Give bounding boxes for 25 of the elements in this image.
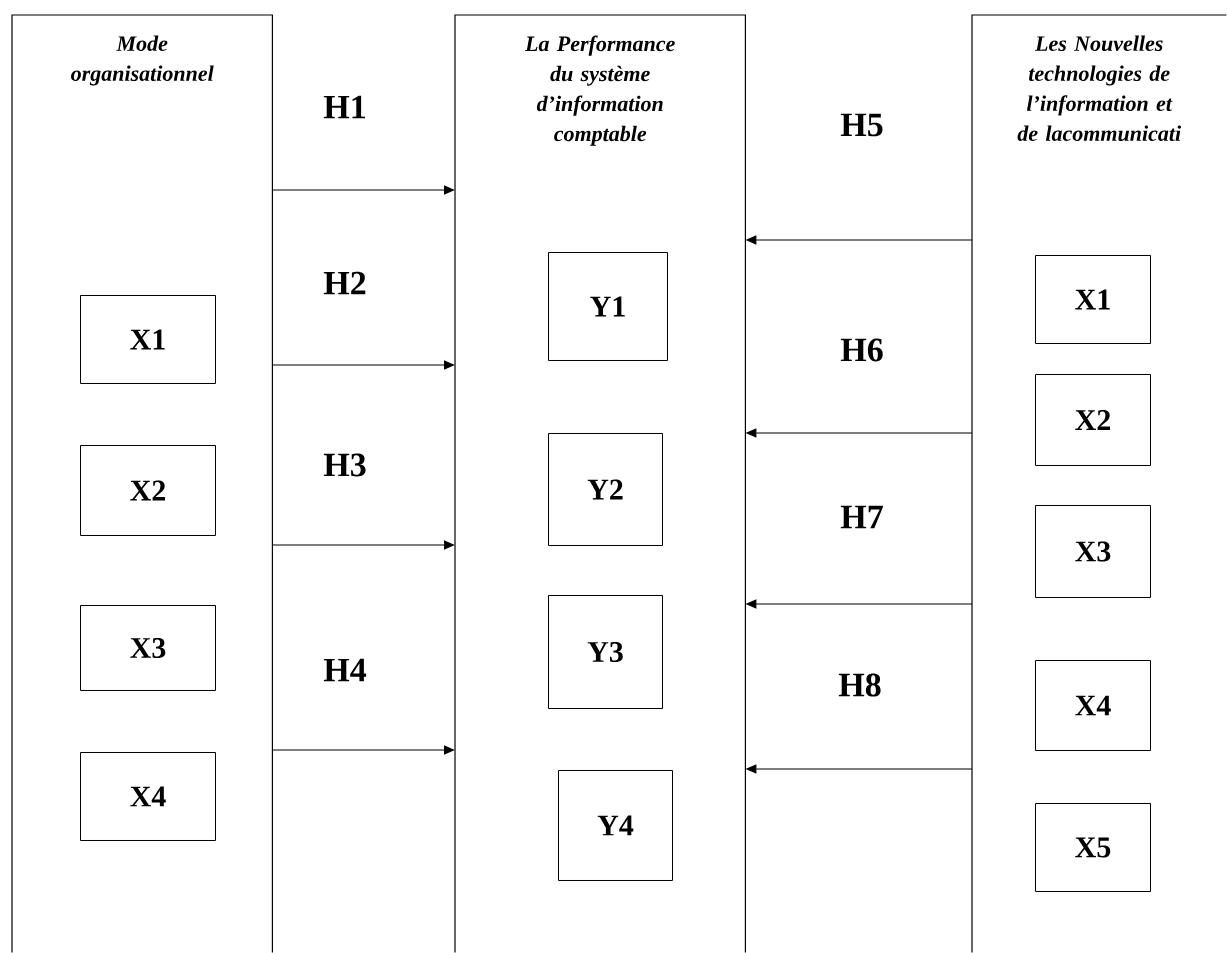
edge-label: H4 xyxy=(323,658,367,682)
arrow xyxy=(271,185,455,195)
edge-label: H2 xyxy=(323,271,366,295)
edge-label: H8 xyxy=(838,673,881,697)
edge-label: H3 xyxy=(323,453,366,477)
edge-label: H7 xyxy=(840,505,883,529)
variable-box: X1 xyxy=(80,295,216,384)
variable-box: X3 xyxy=(80,605,216,691)
arrow xyxy=(271,540,455,550)
variable-box: X3 xyxy=(1035,505,1151,598)
variable-box: X2 xyxy=(80,445,216,536)
arrow xyxy=(271,360,455,370)
variable-box: Y4 xyxy=(558,770,673,881)
variable-box: X4 xyxy=(1035,660,1151,751)
variable-box: Y2 xyxy=(548,433,663,546)
variable-box: Y1 xyxy=(548,252,668,361)
edge-label: H6 xyxy=(840,338,883,362)
variable-box: X1 xyxy=(1035,255,1151,344)
variable-box: X5 xyxy=(1035,803,1151,892)
variable-box: X2 xyxy=(1035,374,1151,466)
variable-box: Y3 xyxy=(548,595,663,709)
variable-box: X4 xyxy=(80,752,216,841)
edge-label: H1 xyxy=(323,95,365,119)
arrow xyxy=(271,745,455,755)
edge-label: H5 xyxy=(840,113,883,137)
